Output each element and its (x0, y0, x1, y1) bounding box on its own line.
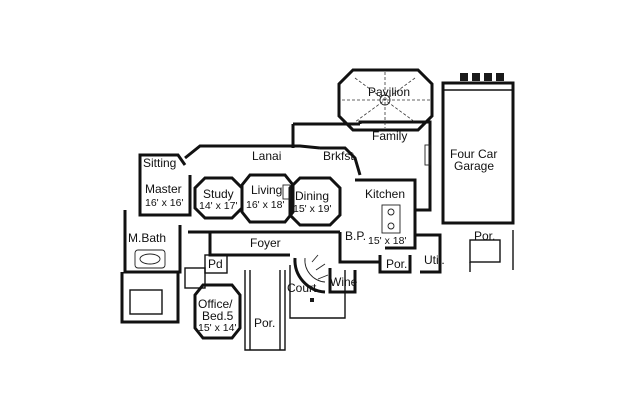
label-garage-line1: Four Car (450, 147, 497, 161)
dims-dining: 15' x 19' (293, 203, 331, 215)
label-office-line2: Bed.5 (202, 309, 234, 323)
label-pavilion: Pavilion (368, 85, 410, 99)
label-living: Living (251, 183, 282, 197)
label-por-front: Por. (254, 316, 275, 330)
label-pd: Pd (208, 257, 223, 271)
label-por-garage: Por. (474, 229, 495, 243)
label-foyer: Foyer (250, 236, 281, 250)
label-office-line1: Office/ (198, 297, 233, 311)
label-kitchen: Kitchen (365, 187, 405, 201)
label-util: Util. (424, 253, 445, 267)
label-family: Family (372, 129, 407, 143)
dims-living: 16' x 18' (246, 199, 284, 211)
label-sitting: Sitting (143, 156, 176, 170)
label-dining: Dining (295, 189, 329, 203)
label-lanai: Lanai (252, 149, 281, 163)
dims-kitchen: 15' x 18' (368, 235, 406, 247)
label-master: Master (145, 182, 182, 196)
exterior-walls (120, 68, 515, 351)
label-wine: Wine (330, 275, 358, 289)
label-study: Study (203, 187, 234, 201)
dims-study: 14' x 17' (199, 200, 237, 212)
label-garage-line2: Garage (454, 159, 494, 173)
label-brkfst: Brkfst. (323, 149, 357, 163)
room-labels: Pavilion Family Four Car Garage Lanai Br… (128, 85, 497, 334)
label-bp: B.P. (345, 229, 366, 243)
label-por-side: Por. (386, 257, 407, 271)
dims-office: 15' x 14' (198, 322, 236, 334)
fixtures (134, 72, 514, 302)
dims-master: 16' x 16' (145, 197, 183, 209)
label-m-bath: M.Bath (128, 231, 166, 245)
label-court: Court (287, 281, 317, 295)
